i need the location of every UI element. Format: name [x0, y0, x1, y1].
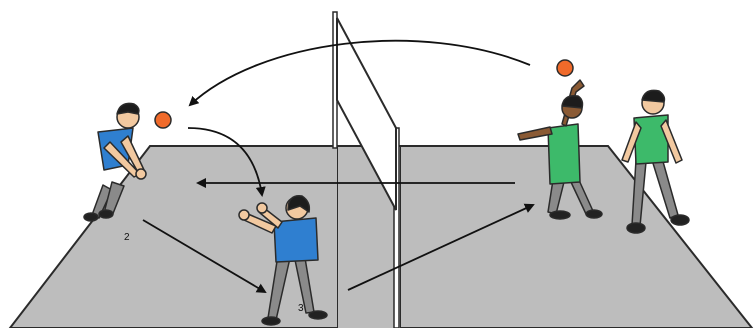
- volleyball-icon: [155, 112, 171, 128]
- volleyball-icon: [557, 60, 573, 76]
- label-step-2: 2: [124, 232, 130, 243]
- label-step-3: 3: [298, 303, 304, 314]
